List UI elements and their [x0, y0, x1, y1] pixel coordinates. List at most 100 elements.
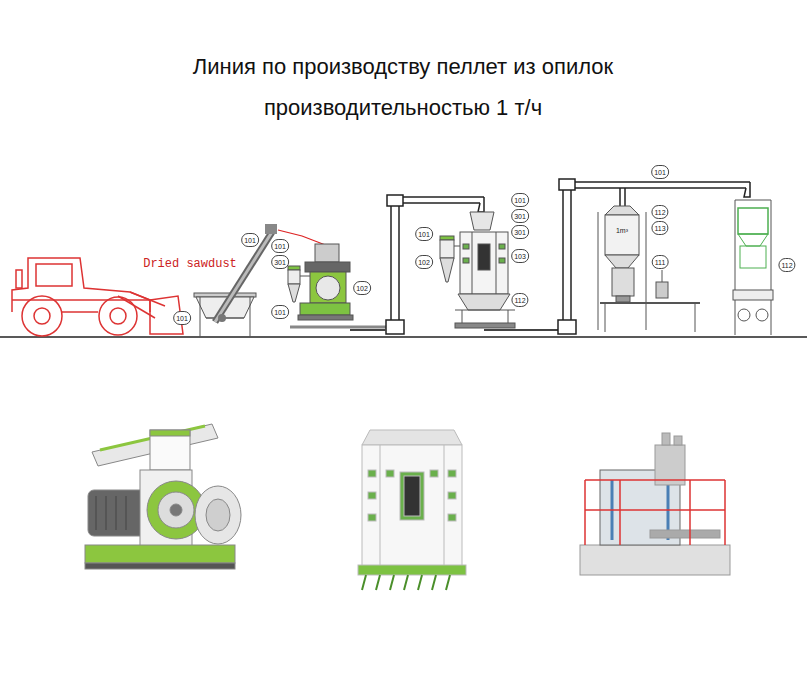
wheel-loader	[110, 308, 126, 324]
packing-station	[656, 282, 668, 298]
bucket-elevator	[398, 205, 400, 322]
cyclone	[440, 236, 460, 282]
feed-hopper	[194, 293, 256, 297]
wheel-loader	[16, 270, 22, 288]
counterflow-cooler	[455, 310, 515, 311]
counterflow-cooler	[463, 258, 469, 263]
counterflow-cooler	[463, 244, 469, 249]
packing-station	[612, 268, 634, 296]
big-bag-station	[735, 200, 771, 201]
belt-conveyor	[350, 329, 386, 331]
cooler-photo	[362, 445, 462, 567]
callout-number: 102	[353, 281, 371, 295]
capacity-tag: 1m³	[615, 227, 629, 234]
bucket-elevator	[619, 188, 621, 206]
big-bag-station	[756, 309, 768, 321]
callout-number: 101	[271, 305, 289, 319]
pellet-mill-photo	[170, 504, 182, 516]
pellet-mill-photo	[96, 496, 97, 530]
packing-machine-photo	[580, 545, 730, 575]
counterflow-cooler	[455, 212, 515, 328]
counterflow-cooler	[499, 244, 505, 249]
packing-machine-photo	[689, 480, 691, 545]
packing-machine-photo	[650, 530, 720, 538]
bucket-elevator	[403, 196, 484, 198]
wheel-loader	[36, 264, 72, 286]
cooler-photo	[362, 575, 450, 590]
packing-machine-photo	[584, 480, 586, 545]
packing-machine-photo	[655, 445, 685, 485]
callout-number: 112	[651, 205, 668, 219]
feed-hopper	[194, 293, 256, 337]
pellet-mill-photo	[85, 563, 235, 569]
feed-hopper	[200, 297, 201, 337]
cooler-photo	[444, 445, 445, 567]
packing-machine-photo	[662, 433, 670, 445]
cyclone	[440, 240, 454, 258]
callout-number: 102	[415, 255, 433, 269]
packing-machine-photo	[674, 436, 682, 445]
skid	[290, 326, 400, 329]
feed-hopper	[250, 297, 251, 337]
callout-number: 112	[778, 258, 795, 272]
packing-machine-photo	[585, 480, 725, 545]
bucket-elevator	[570, 190, 572, 322]
packing-machine-photo	[585, 479, 725, 481]
material-note: Dried sawdust	[141, 257, 239, 271]
big-bag-station	[733, 200, 773, 335]
screw-conveyor	[218, 314, 226, 322]
cooler-photo	[368, 470, 376, 477]
packing-station	[605, 255, 639, 268]
ground-line	[0, 336, 807, 338]
bucket-elevator	[575, 187, 746, 189]
bucket-elevator	[562, 190, 564, 322]
pellet-mill-photo	[106, 496, 107, 530]
pellet-mill-photo	[88, 490, 146, 536]
big-bag-station	[740, 246, 766, 268]
packing-station	[598, 212, 599, 330]
bucket-elevator	[624, 188, 626, 206]
big-bag-station	[771, 200, 772, 335]
skid	[290, 327, 400, 328]
cyclone	[288, 284, 300, 302]
wheel-loader	[99, 297, 137, 335]
big-bag-station	[735, 200, 736, 335]
callout-number: 112	[511, 293, 528, 307]
wheel-loader	[34, 308, 50, 324]
callout-number: 101	[173, 311, 191, 325]
counterflow-cooler	[496, 232, 497, 294]
screw-conveyor	[215, 224, 277, 322]
wheel-loader	[62, 311, 98, 313]
callout-number: 101	[651, 165, 669, 179]
pellet-mill	[310, 272, 346, 303]
bucket-elevator	[559, 179, 575, 190]
pellet-mill-photo	[126, 496, 127, 530]
counterflow-cooler	[460, 232, 508, 294]
wheel-loader	[12, 258, 150, 312]
cooler-photo	[430, 470, 438, 477]
packing-machine-photo	[619, 480, 621, 545]
packing-machine-photo	[724, 480, 726, 545]
cooler-photo	[368, 492, 376, 499]
callout-number: 301	[511, 225, 529, 239]
screw-conveyor	[215, 232, 272, 322]
big-bag-station	[733, 290, 773, 300]
callout-number: 111	[652, 255, 669, 269]
callout-number: 101	[271, 239, 289, 253]
packing-station	[646, 212, 647, 330]
bucket-elevator	[558, 179, 750, 334]
cooler-photo	[368, 514, 376, 521]
screw-conveyor	[265, 224, 277, 234]
cyclone	[454, 246, 460, 247]
pellet-mill-photo	[195, 486, 241, 544]
packing-station	[616, 296, 630, 302]
packing-station	[605, 303, 606, 332]
counterflow-cooler	[455, 323, 515, 328]
packing-station	[662, 270, 663, 282]
belt-conveyor	[350, 330, 558, 331]
counterflow-cooler	[499, 258, 505, 263]
cooler-photo	[448, 514, 456, 521]
wheel-loader	[12, 299, 150, 301]
pellet-mill	[298, 244, 353, 320]
